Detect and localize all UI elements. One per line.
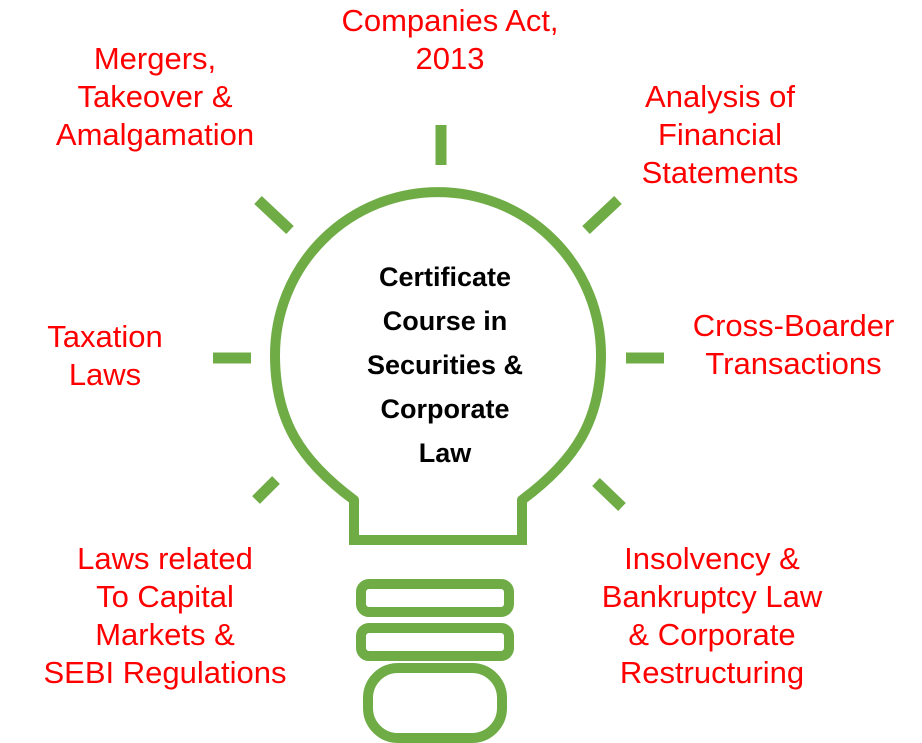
topic-line: Transactions bbox=[705, 346, 882, 381]
course-title-line: Certificate bbox=[378, 262, 512, 292]
topic-mergers: Mergers, Takeover & Amalgamation bbox=[0, 40, 310, 154]
light-rays bbox=[213, 125, 664, 511]
bulb-glass bbox=[270, 187, 606, 537]
topic-insolvency: Insolvency & Bankruptcy Law & Corporate … bbox=[572, 540, 852, 692]
topic-line: Takeover & bbox=[77, 79, 233, 114]
topic-line: Taxation bbox=[47, 319, 163, 354]
topic-line: & Corporate bbox=[628, 617, 796, 652]
topic-line: SEBI Regulations bbox=[43, 655, 287, 690]
ray-upper-right bbox=[582, 195, 622, 235]
topic-line: Restructuring bbox=[619, 655, 805, 690]
bulb-base-ring-2 bbox=[356, 623, 514, 661]
topic-cross-border: Cross-Boarder Transactions bbox=[665, 307, 922, 383]
topic-line: To Capital bbox=[96, 579, 234, 614]
topic-line: Mergers, bbox=[93, 41, 217, 76]
ray-lower-right bbox=[592, 478, 626, 511]
course-title-line: Corporate bbox=[380, 394, 510, 424]
bulb-base-cap bbox=[363, 663, 507, 743]
topic-line: Insolvency & bbox=[624, 541, 800, 576]
topic-line: Laws bbox=[68, 357, 142, 392]
topic-line: Analysis of bbox=[645, 79, 795, 114]
topic-line: Cross-Boarder bbox=[692, 308, 895, 343]
bulb-base-ring-1 bbox=[356, 579, 514, 617]
topic-line: Companies Act, bbox=[341, 3, 559, 38]
topic-financial-statements: Analysis of Financial Statements bbox=[590, 78, 850, 192]
course-title-line: Law bbox=[418, 438, 472, 468]
course-title-line: Securities & bbox=[366, 350, 524, 380]
topic-line: Financial bbox=[657, 117, 783, 152]
ray-lower-left bbox=[252, 476, 280, 504]
topic-companies-act: Companies Act, 2013 bbox=[300, 2, 600, 78]
topic-taxation: Taxation Laws bbox=[0, 318, 210, 394]
topic-line: Statements bbox=[641, 155, 799, 190]
topic-line: Laws related bbox=[77, 541, 253, 576]
topic-line: 2013 bbox=[415, 41, 485, 76]
topic-line: Amalgamation bbox=[55, 117, 255, 152]
topic-line: Markets & bbox=[95, 617, 235, 652]
topic-capital-markets: Laws related To Capital Markets & SEBI R… bbox=[10, 540, 320, 692]
course-title-line: Course in bbox=[382, 306, 508, 336]
course-title: Certificate Course in Securities & Corpo… bbox=[320, 255, 570, 475]
ray-upper-left bbox=[254, 195, 294, 235]
topic-line: Bankruptcy Law bbox=[601, 579, 823, 614]
